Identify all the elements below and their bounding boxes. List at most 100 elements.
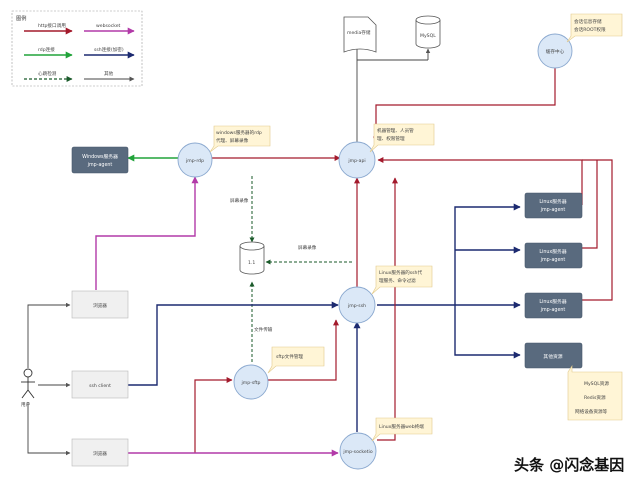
linux-server-1-label: Linux服务器	[539, 198, 567, 205]
legend-other-label: 其他	[104, 70, 114, 77]
windows-server-box	[71, 146, 129, 174]
note-other-line3: 网络设备资源等	[575, 408, 608, 415]
storage-label: 1.1	[248, 260, 255, 266]
mysql-cylinder-icon	[415, 20, 441, 49]
node-linux-server-2: Linux服务器 jmp-agent	[524, 242, 583, 269]
node-jmp-rdp: jmp-rdp	[177, 142, 213, 178]
storage-cylinder-icon	[239, 246, 265, 275]
mysql-db: MySQL	[415, 15, 441, 49]
note-rdp: windows服务器的rdp 代理、屏幕录像	[209, 125, 271, 153]
linux-server-2-agent: jmp-agent	[540, 257, 566, 263]
note-api-line2: 理、权限管理	[377, 135, 405, 142]
user-head	[23, 368, 33, 378]
note-sftp-bubble	[267, 346, 325, 374]
node-jmp-sftp: jmp-sftp	[233, 364, 269, 400]
note-other-bubble	[567, 365, 623, 421]
note-sftp: sftp文件管理	[267, 346, 325, 374]
watermark: 头条 @闪念基因	[514, 456, 624, 474]
note-socket-bubble	[371, 417, 433, 442]
note-other-line1: MySQL资源	[584, 380, 609, 387]
note-ssh: Linux服务器的ssh代 理服务、命令过滤	[371, 265, 433, 295]
node-browser-bottom: 浏览器	[71, 438, 129, 467]
windows-agent-label: jmp-agent	[87, 162, 113, 168]
note-api-line1: 机器管理、人员管	[377, 127, 414, 134]
linux-server-2-box	[524, 242, 583, 269]
edge-linux2-api	[582, 160, 598, 249]
jmp-sftp-label: jmp-sftp	[241, 380, 261, 386]
note-ssh-line2: 理服务、命令过滤	[379, 277, 416, 284]
legend-heartbeat-label: 心跳检测	[38, 70, 57, 77]
node-other-resources: 其他资源	[524, 342, 583, 369]
media-storage: media存储	[343, 16, 377, 53]
note-cache-line1: 会话信息存储	[574, 18, 602, 25]
note-ssh-line1: Linux服务器的ssh代	[379, 269, 422, 276]
edge-sftp-ssh	[268, 319, 339, 381]
node-jmp-ssh: jmp-ssh	[338, 286, 376, 324]
node-linux-server-1: Linux服务器 jmp-agent	[524, 192, 583, 219]
jmp-sftp-circle	[233, 364, 269, 400]
note-rdp-line1: windows服务器的rdp	[216, 129, 262, 136]
browser-bottom-box	[71, 438, 129, 467]
legend-title: 图例	[16, 14, 26, 22]
jmp-rdp-circle	[177, 142, 213, 178]
cache-center-circle	[537, 33, 573, 69]
legend-http-label: http接口调用	[38, 22, 66, 29]
edge-browser-sftp	[194, 377, 233, 385]
note-rdp-bubble	[209, 125, 271, 153]
jmp-api-circle	[338, 141, 376, 179]
edge-socket-api	[377, 177, 398, 441]
browser-top-box	[71, 290, 129, 319]
local-storage: 1.1	[239, 241, 265, 275]
note-ssh-bubble	[371, 265, 433, 295]
browser-top-label: 浏览器	[93, 302, 107, 309]
edge-cache-api	[373, 68, 556, 143]
note-other-line2: Redis资源	[584, 394, 606, 401]
edges	[27, 39, 613, 457]
node-cache-center: 缓存中心	[537, 33, 573, 69]
linux-server-1-box	[524, 192, 583, 219]
jmp-ssh-label: jmp-ssh	[347, 303, 366, 309]
note-other: MySQL资源 Redis资源 网络设备资源等	[567, 365, 623, 421]
storage-cylinder-top	[239, 241, 265, 251]
note-api: 机器管理、人员管 理、权限管理	[369, 123, 435, 153]
linux-server-1-agent: jmp-agent	[540, 207, 566, 213]
jmp-socketio-circle	[339, 432, 377, 470]
edge-label-screen-record-1: 屏幕录像	[230, 197, 249, 204]
note-api-bubble	[369, 123, 435, 153]
legend-ssh-label: ssh连接(加密)	[94, 46, 124, 53]
jmp-api-label: jmp-api	[347, 158, 365, 164]
linux-server-3-box	[524, 292, 583, 319]
node-linux-server-3: Linux服务器 jmp-agent	[524, 292, 583, 319]
note-socket: Linux服务器web终端	[371, 417, 433, 442]
note-cache: 会话信息存储 会话ROOT权限	[566, 13, 623, 43]
user-icon: 用户	[21, 368, 35, 408]
browser-bottom-label: 浏览器	[93, 450, 107, 457]
note-cache-line2: 会话ROOT权限	[574, 26, 606, 33]
legend-rdp-label: rdp连接	[38, 46, 55, 53]
cache-center-label: 缓存中心	[546, 48, 565, 55]
node-ssh-client: ssh client	[71, 370, 129, 399]
windows-server-label: Windows服务器	[82, 153, 118, 160]
mysql-cylinder-top	[415, 15, 441, 25]
jmp-ssh-circle	[338, 286, 376, 324]
jmp-rdp-label: jmp-rdp	[185, 158, 204, 164]
jmp-socketio-label: jmp-socketio	[342, 449, 372, 455]
linux-server-3-label: Linux服务器	[539, 298, 567, 305]
linux-server-2-label: Linux服务器	[539, 248, 567, 255]
user-leg-left	[21, 389, 29, 399]
other-resources-label: 其他资源	[543, 353, 562, 360]
ssh-client-label: ssh client	[89, 383, 111, 389]
ssh-client-box	[71, 370, 129, 399]
linux-server-3-agent: jmp-agent	[540, 307, 566, 313]
media-label: media存储	[347, 29, 371, 36]
edge-ssh-other	[454, 305, 521, 359]
edge-user-browser-bottom	[27, 402, 71, 456]
other-resources-box	[524, 342, 583, 369]
edge-ssh-linux1	[454, 203, 521, 305]
node-jmp-socketio: jmp-socketio	[339, 432, 377, 470]
edge-label-screen-record-2: 屏幕录像	[298, 244, 317, 251]
user-leg-right	[27, 389, 35, 399]
note-cache-bubble	[566, 13, 623, 43]
edge-user-browser-top	[27, 302, 71, 368]
